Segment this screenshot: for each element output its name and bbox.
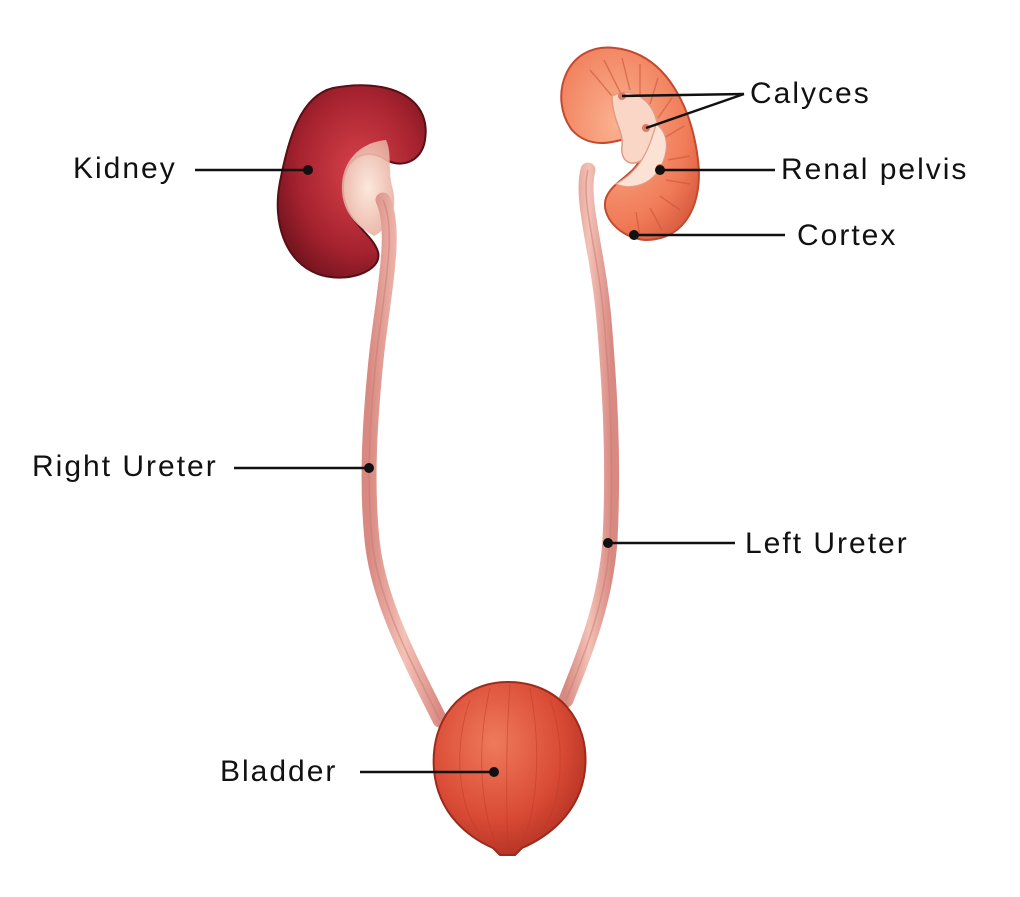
renal-pelvis-leader <box>655 165 775 175</box>
calyces-leader <box>621 92 745 130</box>
right-kidney <box>276 84 427 279</box>
right-ureter-leader <box>234 463 374 473</box>
left-ureter <box>558 162 620 708</box>
label-cortex: Cortex <box>797 219 898 252</box>
bladder <box>432 680 587 856</box>
label-calyces: Calyces <box>750 77 871 110</box>
bladder-leader <box>360 767 499 777</box>
label-right-ureter: Right Ureter <box>32 450 218 483</box>
kidney-leader <box>195 165 313 175</box>
label-renal-pelvis: Renal pelvis <box>781 153 969 186</box>
label-bladder: Bladder <box>220 755 338 788</box>
left-ureter-leader <box>603 538 735 548</box>
right-ureter <box>361 192 448 728</box>
label-left-ureter: Left Ureter <box>745 527 909 560</box>
label-kidney: Kidney <box>73 152 177 185</box>
cortex-leader <box>629 230 785 240</box>
